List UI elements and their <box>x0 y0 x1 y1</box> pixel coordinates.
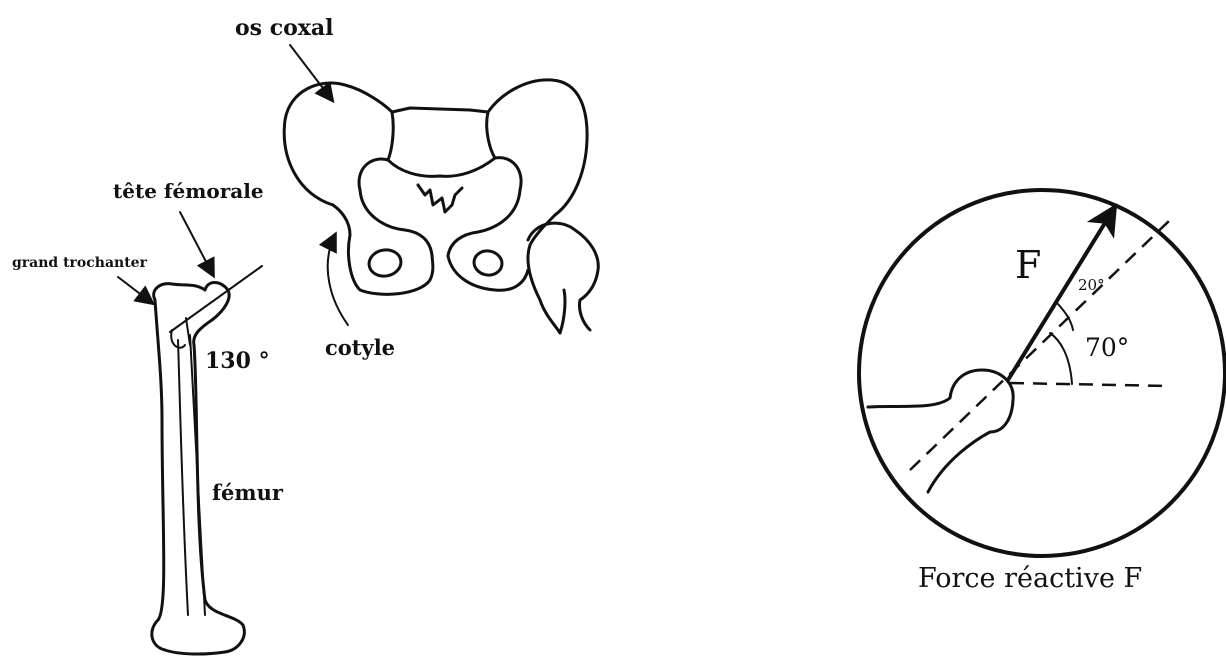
arrow-os-coxal <box>290 45 332 100</box>
label-angle-70: 70° <box>1085 333 1129 362</box>
pelvis-drawing <box>284 80 598 333</box>
label-angle-20: 20° <box>1078 276 1105 294</box>
arc-70 <box>1050 333 1072 384</box>
label-femur: fémur <box>212 480 284 505</box>
horizontal-reference <box>1010 383 1170 386</box>
label-force-F: F <box>1015 243 1041 287</box>
label-angle-130: 130 ° <box>205 348 270 374</box>
label-cotyle: cotyle <box>325 335 395 360</box>
caption-force-reactive: Force réactive F <box>918 563 1142 594</box>
femur-drawing <box>152 266 262 654</box>
arrow-grand-trochanter <box>118 277 152 303</box>
arrow-tete-femorale <box>180 212 213 275</box>
force-detail-circle <box>859 190 1225 556</box>
label-tete-femorale: tête fémorale <box>113 179 264 203</box>
label-grand-trochanter: grand trochanter <box>12 255 148 271</box>
label-os-coxal: os coxal <box>235 15 334 41</box>
arrow-cotyle <box>328 235 348 325</box>
